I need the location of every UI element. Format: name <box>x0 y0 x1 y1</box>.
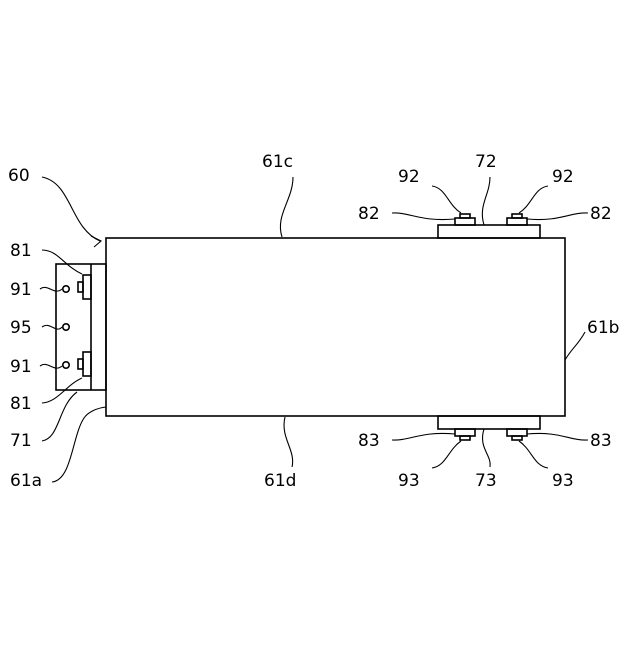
label-61d: 61d <box>264 471 296 491</box>
bottom-member-73 <box>438 416 540 440</box>
main-body <box>106 238 565 416</box>
leader-60 <box>42 177 100 241</box>
leader-72 <box>482 177 490 225</box>
leader-71 <box>42 392 77 441</box>
leader-73 <box>482 429 490 467</box>
bolt-93-left <box>460 436 470 440</box>
leader-61b <box>565 332 585 360</box>
leader-93-left <box>432 441 461 468</box>
fastener-82-left <box>455 218 475 225</box>
reference-labels: 60 61c 61b 61d 61a 71 81 81 91 91 95 72 … <box>8 152 619 491</box>
label-82-right: 82 <box>590 204 612 224</box>
arrow-head-60 <box>91 236 101 247</box>
label-83-right: 83 <box>590 431 612 451</box>
fastener-83-right <box>507 429 527 436</box>
label-61c: 61c <box>262 152 293 172</box>
leader-92-left <box>432 186 461 213</box>
leader-lines <box>40 177 588 482</box>
leader-83-right <box>527 433 588 440</box>
label-61b: 61b <box>587 318 619 338</box>
bolt-92-right <box>512 214 522 218</box>
top-member-72 <box>438 214 540 238</box>
leader-82-left <box>392 213 455 220</box>
leader-61c <box>280 177 293 237</box>
leader-91-upper <box>40 287 62 291</box>
label-92-right: 92 <box>552 167 574 187</box>
fastener-81-upper <box>83 275 91 299</box>
hole-91-upper <box>63 286 69 292</box>
label-61a: 61a <box>10 471 42 491</box>
label-93-right: 93 <box>552 471 574 491</box>
leader-91-lower <box>40 364 62 368</box>
label-91-lower: 91 <box>10 357 32 377</box>
label-72: 72 <box>475 152 497 172</box>
label-81-lower: 81 <box>10 394 32 414</box>
leader-61d <box>284 417 293 467</box>
label-93-left: 93 <box>398 471 420 491</box>
leader-83-left <box>392 433 455 440</box>
bolt-93-right <box>512 436 522 440</box>
label-73: 73 <box>475 471 497 491</box>
label-91-upper: 91 <box>10 280 32 300</box>
label-81-upper: 81 <box>10 241 32 261</box>
leader-93-right <box>519 441 548 468</box>
bolt-92-left <box>460 214 470 218</box>
label-71: 71 <box>10 431 32 451</box>
label-95: 95 <box>10 318 32 338</box>
label-60: 60 <box>8 166 30 186</box>
fastener-82-right <box>507 218 527 225</box>
label-83-left: 83 <box>358 431 380 451</box>
fastener-81-lower <box>83 352 91 376</box>
leader-82-right <box>527 213 588 220</box>
leader-95 <box>42 325 62 329</box>
hole-95 <box>63 324 69 330</box>
hole-91-lower <box>63 362 69 368</box>
label-92-left: 92 <box>398 167 420 187</box>
label-82-left: 82 <box>358 204 380 224</box>
leader-92-right <box>519 186 548 213</box>
fastener-83-left <box>455 429 475 436</box>
leader-81-upper <box>42 250 82 274</box>
left-member-71 <box>56 264 106 390</box>
